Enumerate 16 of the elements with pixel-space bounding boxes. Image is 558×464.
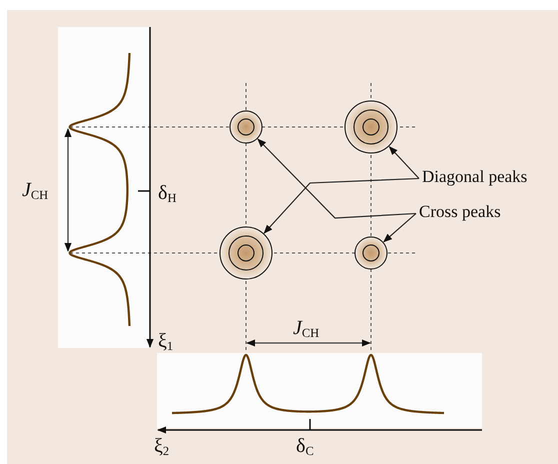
leader-arrow [383, 213, 416, 242]
coupling-label: J$_{CH}$ [293, 318, 320, 340]
axis-label: ξ$_{1}$ [158, 331, 174, 352]
leader-arrow [388, 146, 420, 179]
axis-label: ξ$_{2}$ [154, 436, 170, 458]
peak-contour [220, 226, 272, 280]
axis-label: δ$_{H}$ [158, 183, 176, 204]
callout-label: Cross peaks [419, 203, 501, 220]
axis-label: δ$_{C}$ [296, 436, 314, 458]
peak-contour [230, 110, 262, 144]
leader-arrow [264, 178, 420, 234]
leader-arrow [257, 138, 416, 219]
peak-contour [344, 100, 398, 154]
coupling-label: J$_{CH}$ [22, 180, 48, 202]
callout-label: Diagonal peaks [422, 168, 528, 185]
peak-contour [354, 236, 388, 270]
